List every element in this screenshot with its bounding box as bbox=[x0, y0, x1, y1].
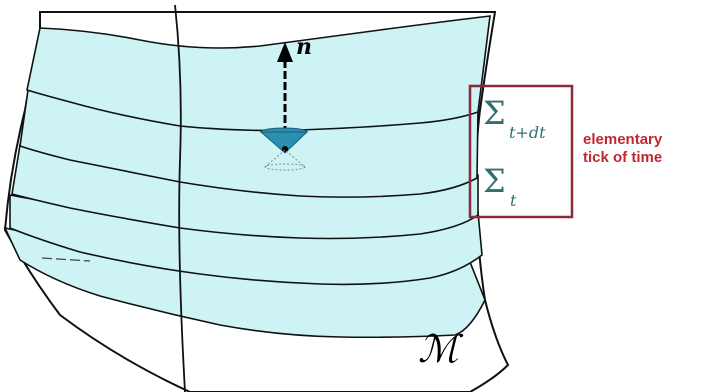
sigma-t-symbol: Σ bbox=[483, 162, 506, 200]
left-dash-mark bbox=[41, 257, 91, 262]
annotation-line-1: elementary bbox=[583, 131, 663, 148]
light-cone-icon bbox=[259, 131, 309, 154]
normal-vector-label: n bbox=[296, 34, 312, 60]
sigma-t-dt-subscript: t+dt bbox=[509, 123, 546, 142]
time-tick-box bbox=[468, 84, 574, 219]
normal-vector-arrowhead bbox=[277, 42, 293, 62]
annotation-line-2: tick of time bbox=[583, 149, 662, 166]
sigma-t-subscript: t bbox=[510, 191, 517, 210]
light-cone-apex bbox=[282, 146, 288, 152]
sigma-t-dt-symbol: Σ bbox=[483, 94, 506, 132]
past-cone-dashed bbox=[264, 149, 306, 168]
manifold-label: ℳ bbox=[418, 327, 464, 371]
manifold-center-line bbox=[174, 4, 186, 392]
past-cone-base bbox=[264, 163, 306, 171]
